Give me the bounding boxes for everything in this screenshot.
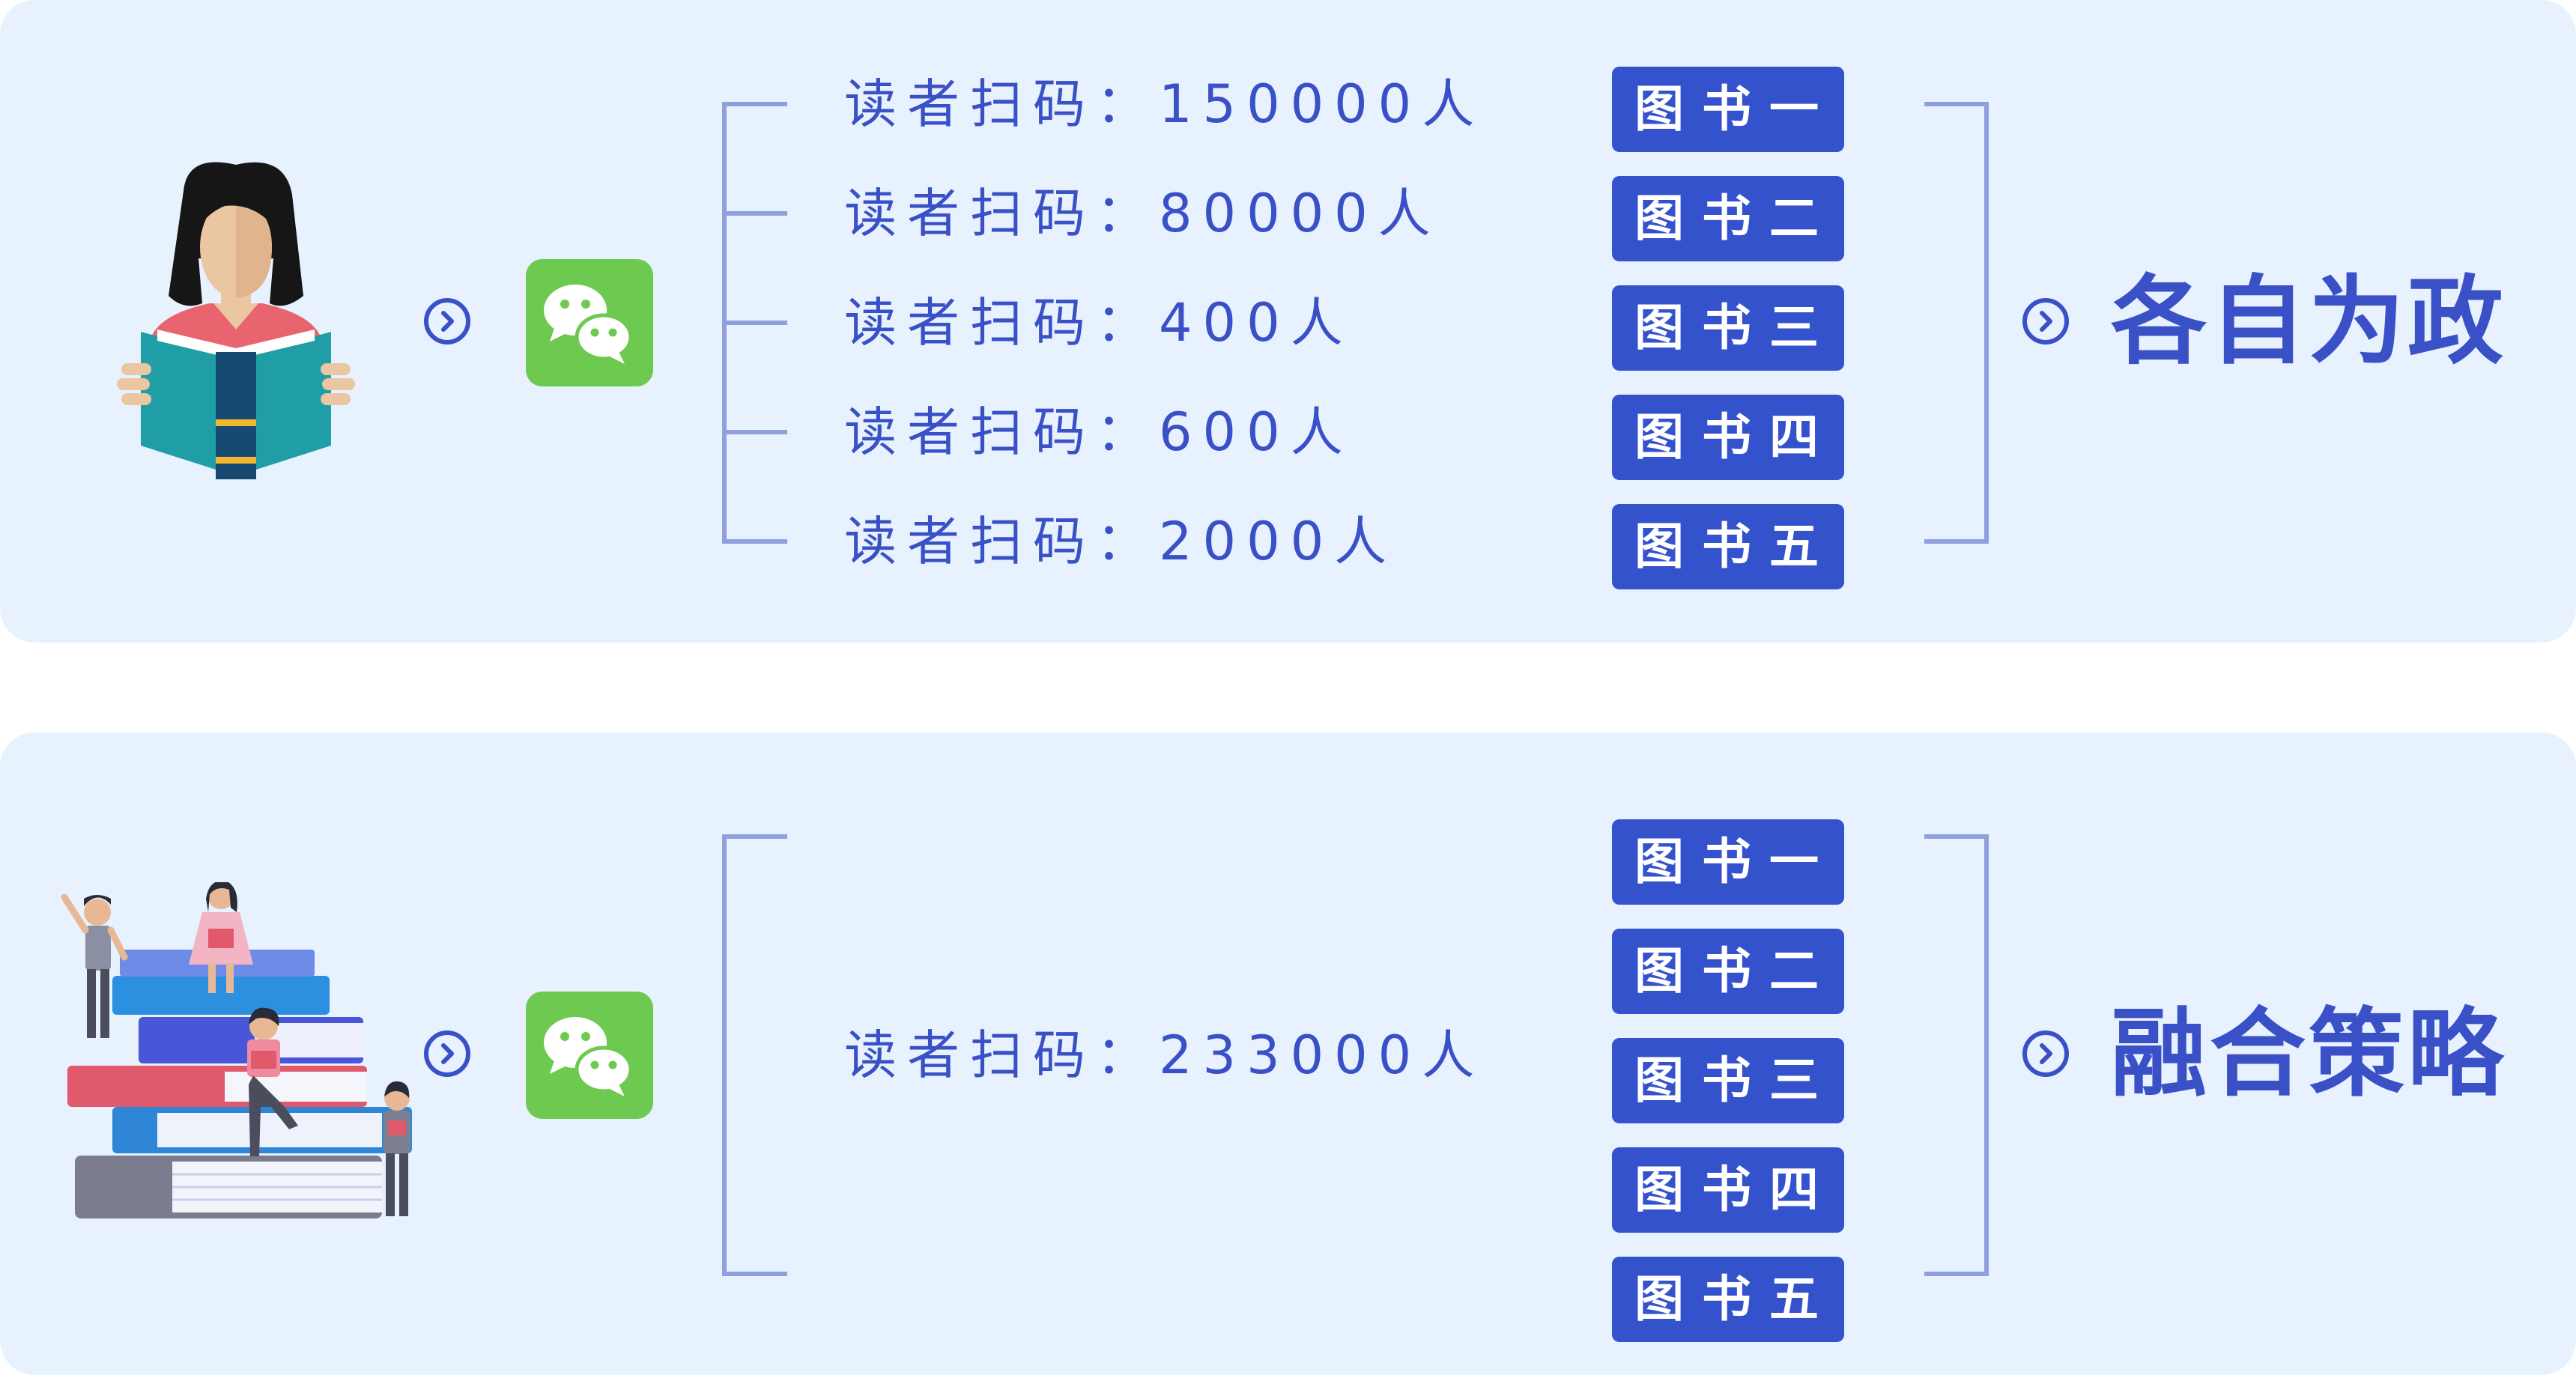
arrow-circle-icon (424, 298, 470, 344)
scan-row: 读者扫码：80000人 (844, 183, 1441, 244)
arrow-circle-icon (424, 1031, 470, 1077)
reader-illustration (117, 162, 355, 479)
scan-row: 读者扫码：400人 (844, 292, 1354, 353)
book-tag: 图书四 (1612, 395, 1844, 480)
bottom-panel: 读者扫码：233000人 图书一 图书二 图书三 图书四 图书五 融合策略 (0, 732, 2576, 1375)
arrow-circle-icon (2022, 1031, 2069, 1077)
scan-row: 读者扫码：233000人 (844, 1025, 1485, 1086)
book-tag: 图书四 (1612, 1147, 1844, 1233)
scan-row: 读者扫码：2000人 (844, 511, 1398, 572)
book-tag: 图书五 (1612, 1257, 1844, 1342)
scan-list-bracket (722, 102, 787, 544)
wechat-icon (526, 259, 653, 386)
students-on-books-illustration (61, 882, 412, 1218)
book-tag: 图书五 (1612, 504, 1844, 589)
book-tag: 图书三 (1612, 285, 1844, 371)
book-tag: 图书二 (1612, 176, 1844, 261)
scan-row: 读者扫码：600人 (844, 401, 1354, 463)
top-panel: 读者扫码：150000人 读者扫码：80000人 读者扫码：400人 读者扫码：… (0, 0, 2576, 643)
book-tag: 图书一 (1612, 67, 1844, 152)
book-tag: 图书二 (1612, 929, 1844, 1014)
wechat-icon (526, 992, 653, 1119)
books-bracket (1924, 834, 1989, 1276)
scan-row: 读者扫码：150000人 (844, 73, 1485, 135)
strategy-label: 各自为政 (2111, 266, 2507, 377)
books-bracket (1924, 102, 1989, 544)
scan-bracket (722, 834, 787, 1276)
strategy-label: 融合策略 (2111, 998, 2507, 1110)
arrow-circle-icon (2022, 298, 2069, 344)
book-tag: 图书一 (1612, 819, 1844, 905)
book-tag: 图书三 (1612, 1038, 1844, 1123)
